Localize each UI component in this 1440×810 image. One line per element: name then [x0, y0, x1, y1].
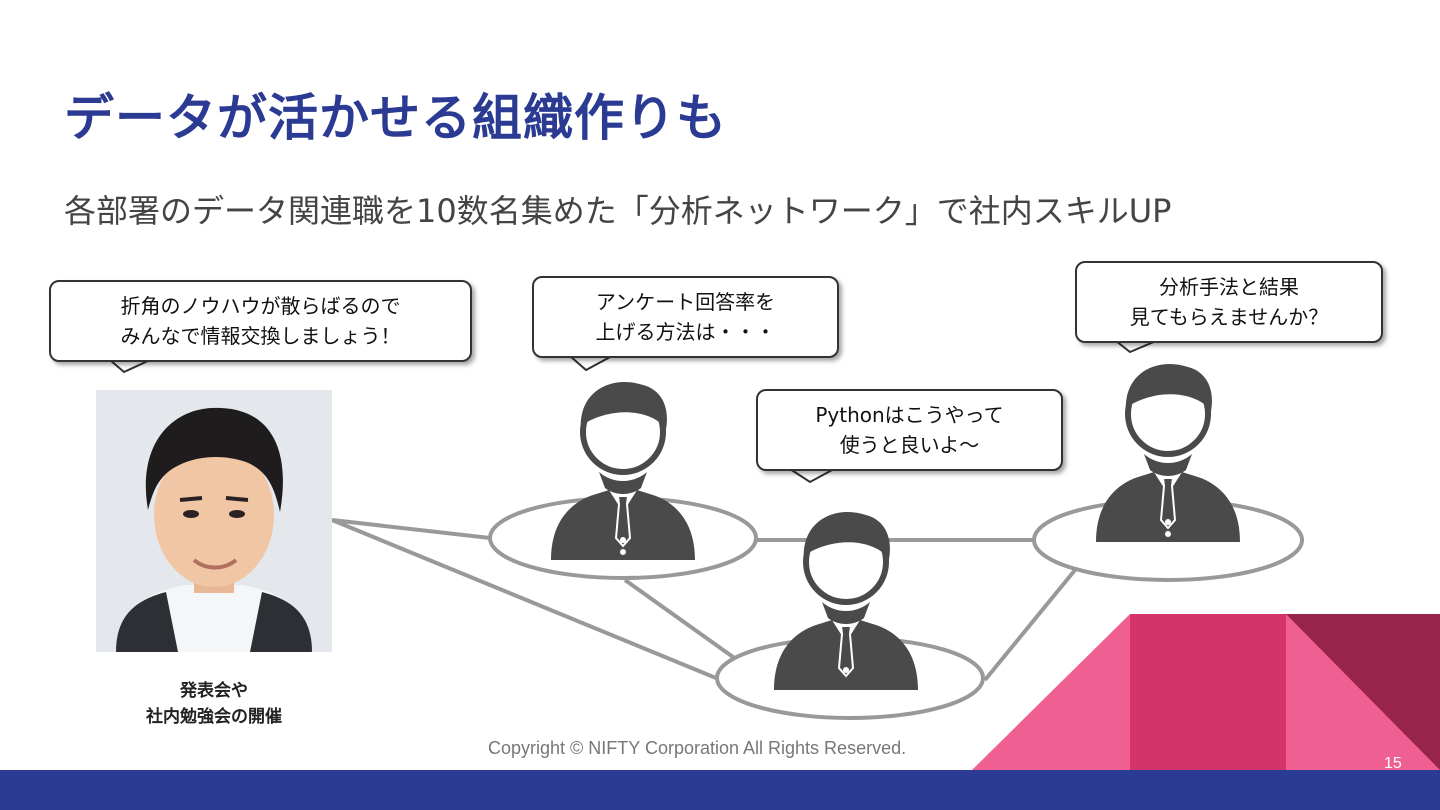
caption-line: 発表会や: [180, 681, 248, 701]
bubble-text-line: 見てもらえませんか？: [1129, 305, 1329, 329]
presenter-portrait-image: [96, 390, 332, 652]
bubble-text-line: みんなで情報交換しましょう！: [120, 324, 401, 348]
person-silhouette-icon: [551, 382, 695, 560]
bubble-text-line: 上げる方法は・・・: [595, 320, 776, 344]
bubble-text-line: 使うと良いよ～: [839, 433, 980, 457]
speech-bubble-survey: アンケート回答率を 上げる方法は・・・: [532, 276, 839, 358]
speech-bubble-python: Pythonはこうやって 使うと良いよ～: [756, 389, 1063, 471]
connector-photo-to-node2: [331, 518, 717, 680]
bubble-text-line: 折角のノウハウが散らばるので: [120, 294, 401, 318]
deco-triangle-left: [972, 614, 1130, 770]
bubble-text-line: 分析手法と結果: [1159, 275, 1299, 299]
speech-bubble-knowhow: 折角のノウハウが散らばるので みんなで情報交換しましょう！: [49, 280, 472, 362]
connector-node1-to-node2: [623, 578, 742, 664]
bubble-text-line: Pythonはこうやって: [815, 403, 1004, 427]
speech-bubble-analysis-review: 分析手法と結果 見てもらえませんか？: [1075, 261, 1383, 343]
caption-line: 社内勉強会の開催: [146, 707, 282, 727]
slide-title: データが活かせる組織作りも: [64, 89, 727, 147]
connector-node3-to-node2: [983, 568, 1077, 682]
person-silhouette-icon: [1096, 364, 1240, 542]
photo-caption: 発表会や 社内勉強会の開催: [96, 678, 332, 730]
presenter-photo: [96, 390, 332, 652]
slide-subtitle: 各部署のデータ関連職を10数名集めた「分析ネットワーク」で社内スキルUP: [64, 192, 1172, 230]
footer-bar: [0, 770, 1440, 810]
person-silhouette-icon: [774, 512, 918, 690]
copyright-text: Copyright © NIFTY Corporation All Rights…: [488, 738, 907, 758]
connector-photo-to-node1: [331, 518, 491, 540]
deco-square-middle: [1130, 614, 1286, 770]
deco-triangle-right: [1286, 614, 1440, 770]
bubble-text-line: アンケート回答率を: [595, 290, 776, 314]
page-number: 15: [1384, 755, 1402, 772]
